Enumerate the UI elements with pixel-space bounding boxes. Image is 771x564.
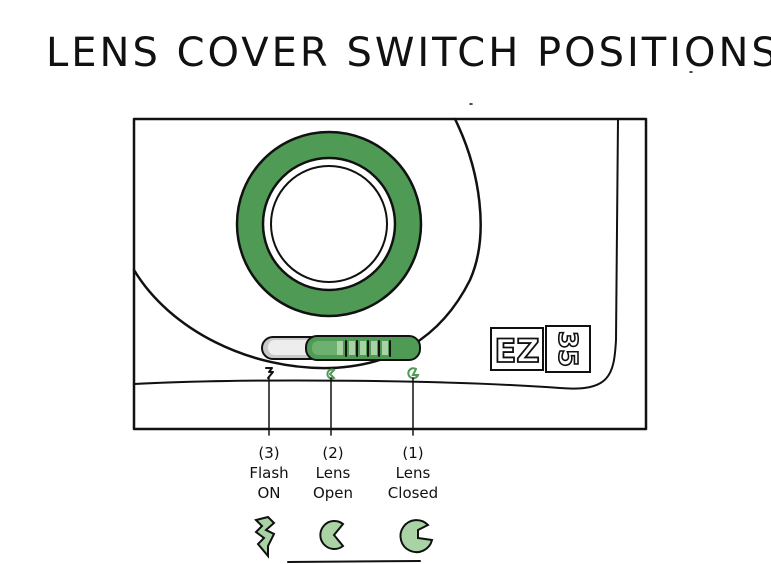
switch-grip-fill	[371, 341, 377, 355]
position-line1: Lens	[396, 464, 431, 482]
switch-grip-fill	[360, 341, 366, 355]
position-line1: Lens	[316, 464, 351, 482]
pacman-closed-small-icon	[407, 367, 420, 380]
badge-ez-box	[490, 327, 544, 371]
page-title: LENS COVER SWITCH POSITIONS	[46, 30, 771, 76]
badge-number-box	[545, 325, 591, 373]
lens-cover-switch[interactable]	[261, 335, 421, 361]
badge-ez-text: EZ	[494, 332, 539, 370]
badge-number-text: 35	[552, 331, 582, 367]
position-number: (3)	[258, 444, 279, 462]
flash-marker-small	[265, 367, 274, 379]
position-line2: Open	[313, 484, 353, 502]
lightning-bolt-small-icon	[265, 367, 274, 379]
switch-slider-shine	[312, 341, 342, 355]
switch-grip-fill	[349, 341, 355, 355]
position-label-open: (2) Lens Open	[313, 444, 353, 502]
position-label-flash: (3) Flash ON	[249, 444, 288, 502]
position-line1: Flash	[249, 464, 288, 482]
pacman-open-small-icon	[326, 368, 336, 380]
position-number: (2)	[322, 444, 343, 462]
switch-grip-fill	[337, 341, 343, 355]
lens-glass	[270, 165, 388, 283]
position-number: (1)	[402, 444, 423, 462]
lightning-bolt-icon	[254, 515, 276, 559]
baseline-stroke	[287, 560, 421, 563]
body-panel-outline	[133, 118, 619, 390]
camera-body	[132, 117, 648, 431]
position-line2: ON	[257, 484, 280, 502]
model-badge: EZ 35	[490, 325, 591, 373]
pacman-closed-icon	[399, 519, 434, 554]
position-line2: Closed	[388, 484, 438, 502]
pacman-open-icon	[319, 520, 345, 550]
lens	[235, 130, 423, 318]
switch-grip-fill	[382, 341, 388, 355]
position-label-closed: (1) Lens Closed	[388, 444, 438, 502]
